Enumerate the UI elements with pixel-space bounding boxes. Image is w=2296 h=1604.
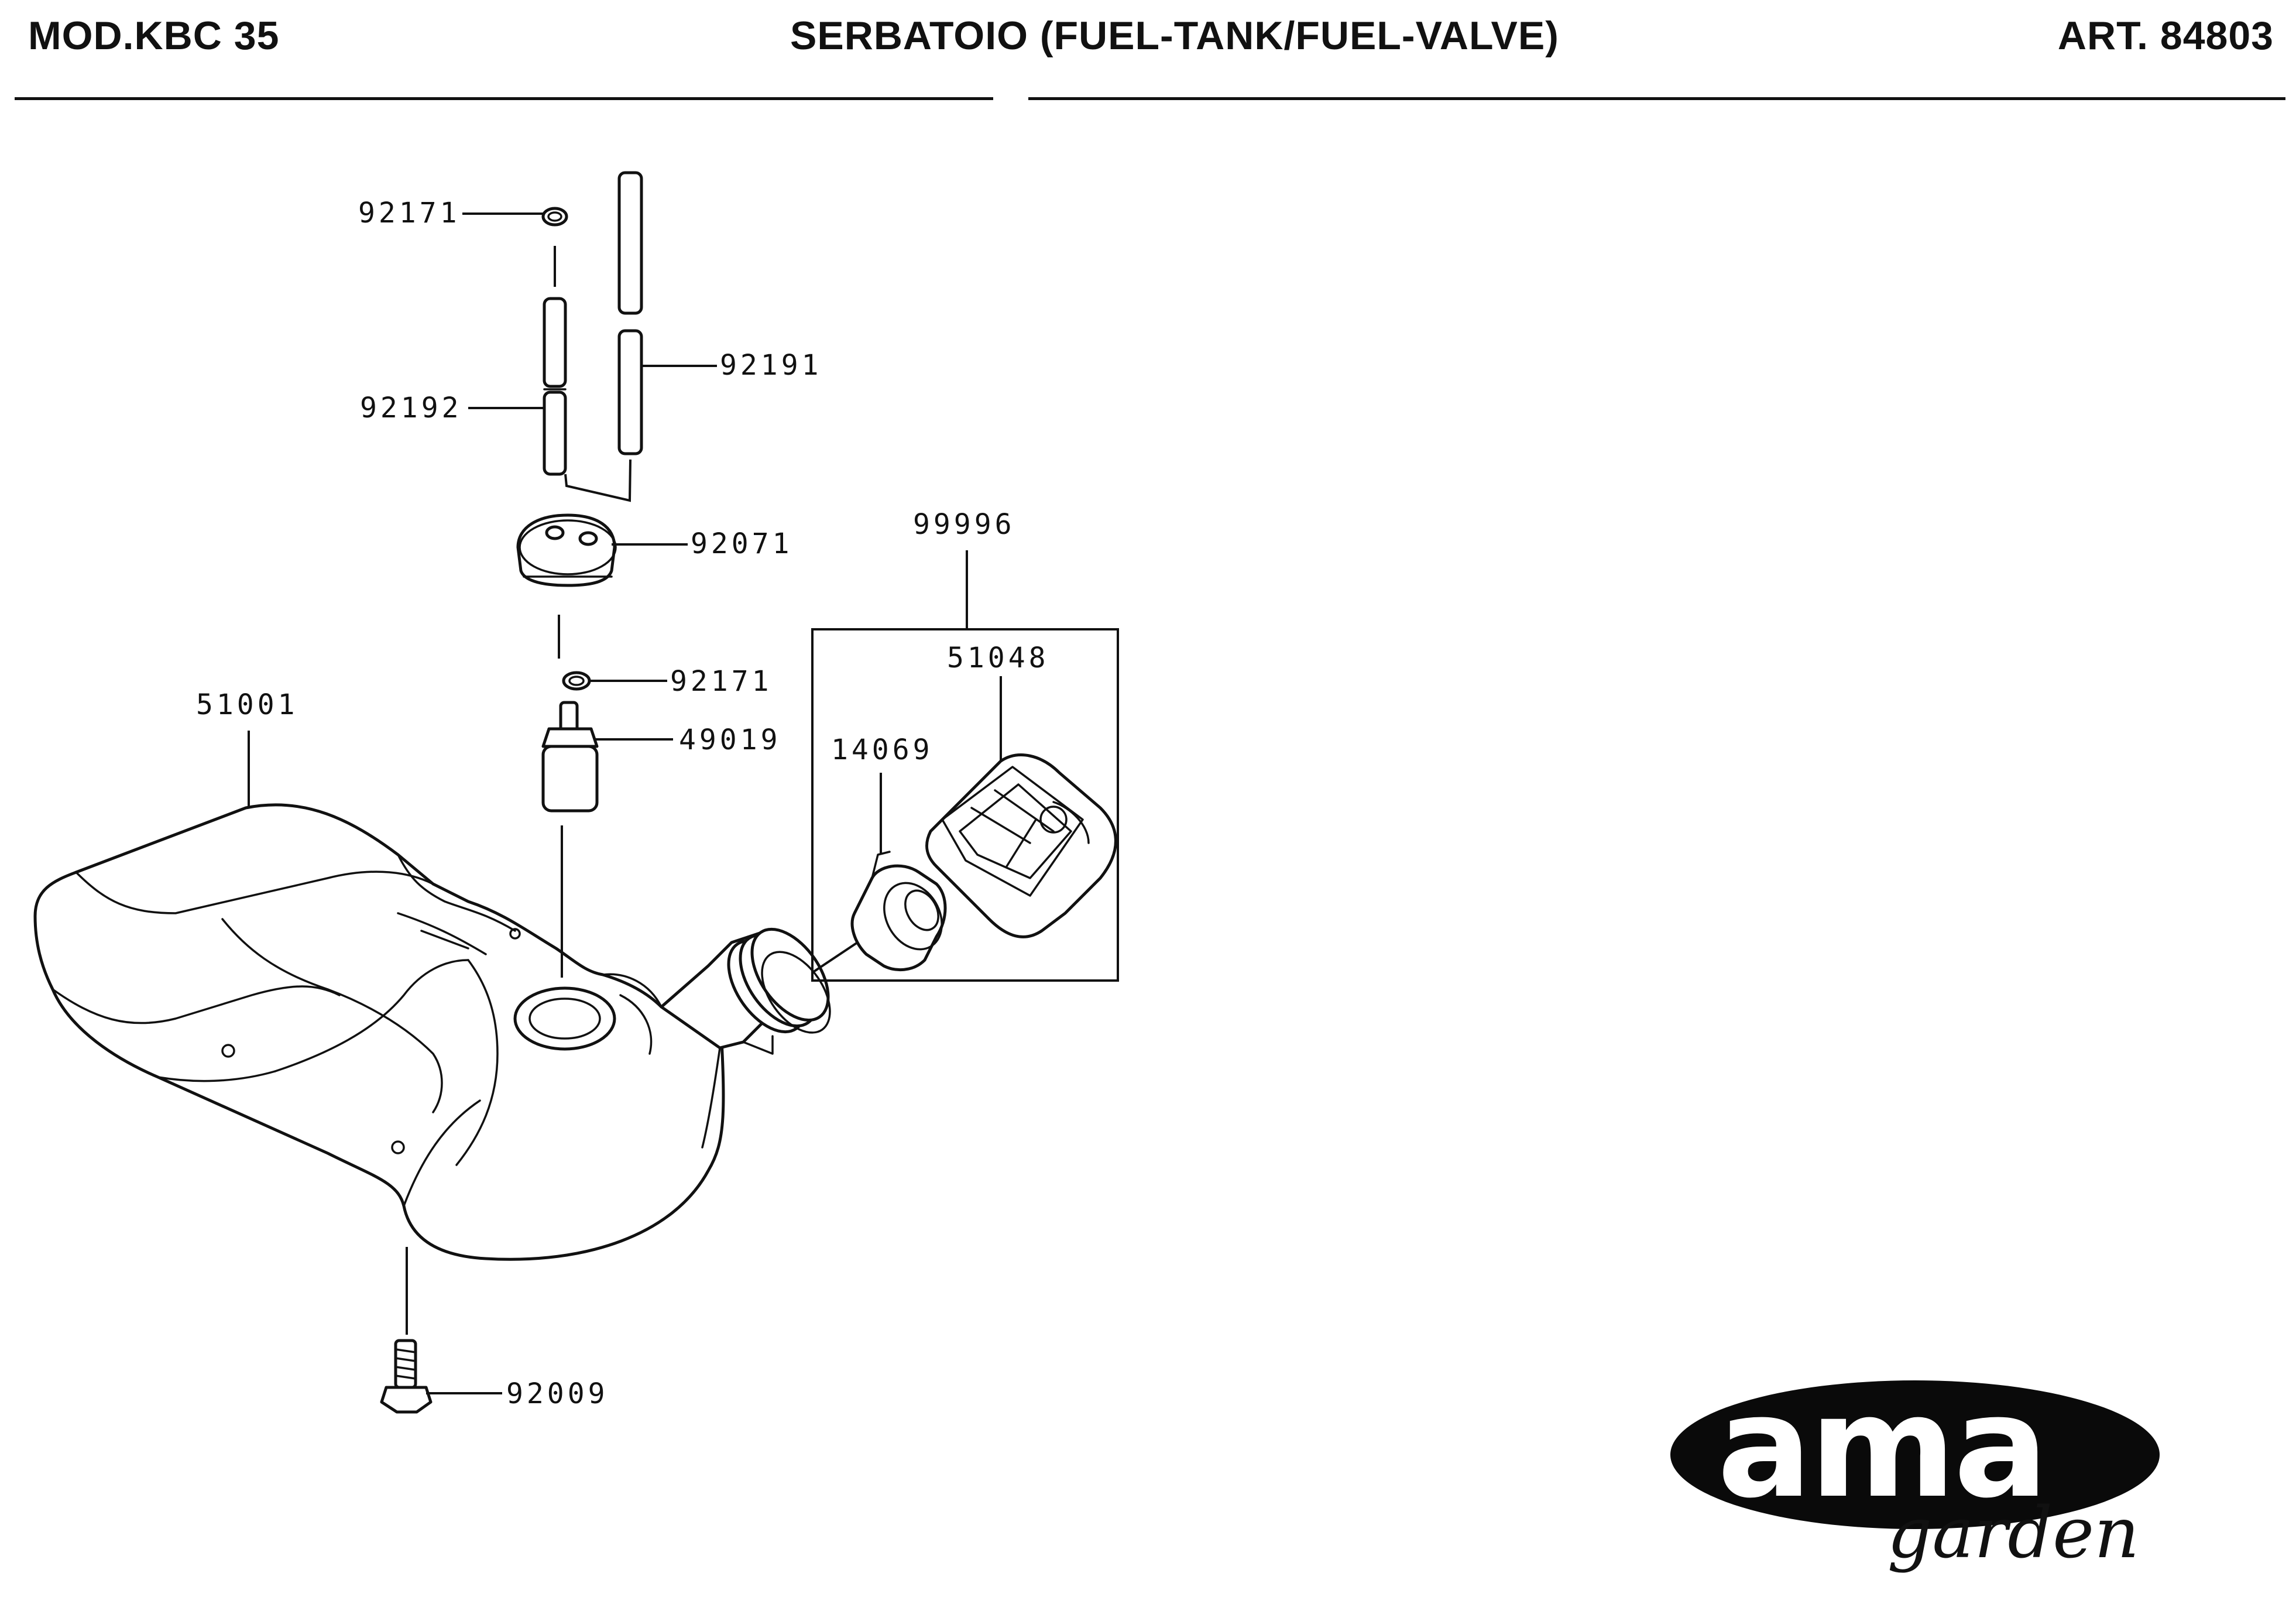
fuel-tank bbox=[33, 803, 798, 1261]
logo-tagline-text: garden bbox=[1887, 1493, 2140, 1574]
tank-neck bbox=[727, 927, 831, 1055]
part-label-51048: 51048 bbox=[947, 642, 1049, 674]
fuel-filter bbox=[541, 701, 599, 813]
header-rule-right bbox=[1028, 97, 2285, 100]
assembly-bracket bbox=[811, 628, 1119, 982]
model-label: MOD.KBC 35 bbox=[28, 13, 280, 58]
page-title: SERBATOIO (FUEL-TANK/FUEL-VALVE) bbox=[790, 13, 1559, 58]
leader-lines bbox=[248, 213, 1002, 1394]
fuel-filter-screen bbox=[850, 851, 947, 972]
part-label-92191: 92191 bbox=[720, 349, 822, 382]
logo-brand-text: ama bbox=[1717, 1365, 2046, 1529]
fuel-hose-short bbox=[543, 297, 567, 476]
ama-garden-logo: ama garden bbox=[1670, 1365, 2160, 1574]
part-label-92171-bottom: 92171 bbox=[670, 665, 773, 698]
part-label-99996: 99996 bbox=[913, 508, 1015, 541]
part-label-49019: 49019 bbox=[679, 724, 781, 756]
part-label-92192: 92192 bbox=[360, 392, 462, 424]
grommet bbox=[516, 513, 617, 587]
part-label-92071: 92071 bbox=[691, 527, 793, 560]
part-label-51001: 51001 bbox=[196, 688, 298, 721]
part-label-92009: 92009 bbox=[506, 1377, 609, 1410]
fuel-cap bbox=[925, 753, 1117, 938]
article-number: ART. 84803 bbox=[2057, 13, 2274, 58]
fuel-hose-long bbox=[617, 171, 643, 455]
part-label-14069: 14069 bbox=[831, 734, 933, 766]
bottom-o-ring bbox=[562, 671, 591, 691]
top-o-ring bbox=[541, 207, 568, 227]
hose-route-line bbox=[564, 459, 632, 502]
header-rule-left bbox=[15, 97, 993, 100]
part-label-92171-top: 92171 bbox=[358, 197, 461, 229]
screw bbox=[380, 1339, 433, 1414]
